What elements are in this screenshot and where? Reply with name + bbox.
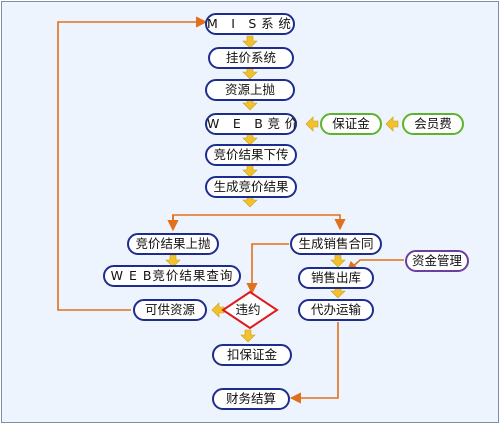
mis-system-node[interactable]: M I S系统: [205, 13, 295, 35]
connector-line: [57, 16, 208, 311]
step-arrow-icon: [242, 35, 258, 49]
step-arrow-icon: [330, 254, 346, 268]
resource-upload-node[interactable]: 资源上抛: [205, 79, 295, 101]
violation-label: 违约: [235, 302, 261, 317]
step-arrow-icon: [240, 329, 256, 343]
sales-outbound-node[interactable]: 销售出库: [298, 267, 374, 289]
step-arrow-icon: [211, 302, 225, 318]
violation-diamond: [221, 290, 279, 330]
step-arrow-icon: [165, 254, 181, 268]
connector-line: [289, 322, 339, 404]
bid-result-upload-node[interactable]: 竞价结果上抛: [127, 233, 219, 255]
member-fee-node[interactable]: 会员费: [402, 113, 464, 135]
deposit-node[interactable]: 保证金: [320, 113, 382, 135]
step-arrow-icon: [385, 116, 399, 132]
step-arrows: [165, 35, 399, 343]
generate-bid-result-node[interactable]: 生成竞价结果: [205, 176, 297, 198]
generate-sales-contract-node[interactable]: 生成销售合同: [290, 233, 382, 255]
available-resources-node[interactable]: 可供资源: [133, 299, 207, 321]
bid-result-download-node[interactable]: 竞价结果下传: [205, 144, 297, 166]
transport-agency-node[interactable]: 代办运输: [298, 299, 374, 321]
orange-connectors: [57, 16, 404, 404]
fund-management-node[interactable]: 资金管理: [405, 250, 469, 272]
financial-settlement-node[interactable]: 财务结算: [212, 388, 290, 410]
web-bid-node[interactable]: W E B竞价: [205, 113, 297, 135]
listing-system-node[interactable]: 挂价系统: [208, 47, 294, 69]
connector-line: [172, 214, 346, 231]
connector-line: [246, 243, 289, 295]
step-arrow-icon: [305, 116, 319, 132]
web-bid-result-query-node[interactable]: W E B竞价结果查询: [103, 265, 241, 287]
deduct-deposit-node[interactable]: 扣保证金: [212, 344, 292, 366]
